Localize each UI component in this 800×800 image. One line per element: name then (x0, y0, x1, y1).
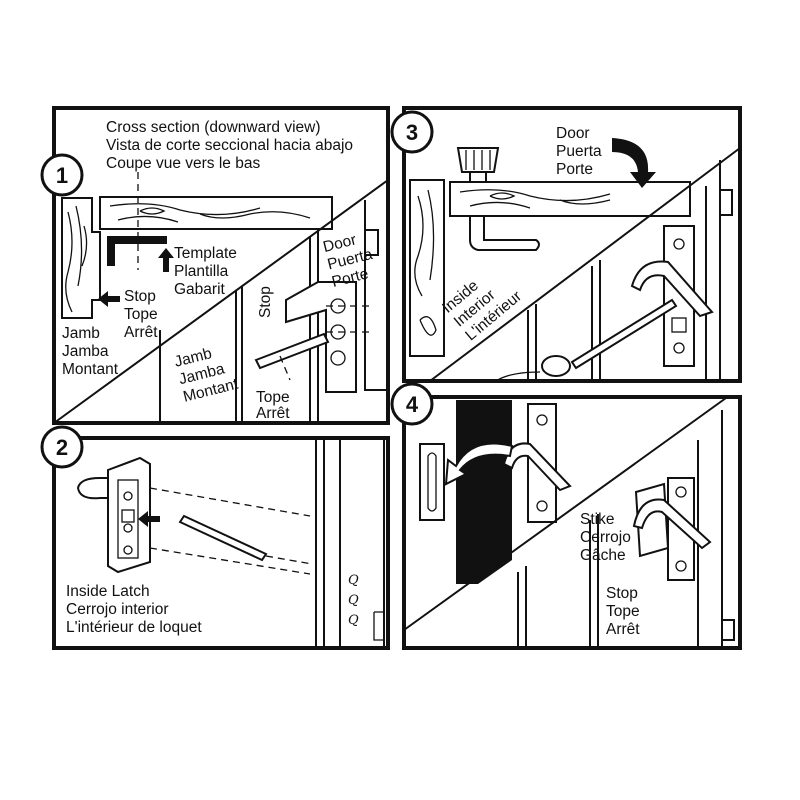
inside-latch-label-en: Inside Latch (66, 583, 150, 600)
lever-below (469, 215, 540, 251)
panel-4-divider (403, 397, 727, 631)
latch-arrow (138, 511, 160, 527)
knob-top (456, 147, 500, 173)
strike-label-fr: Gâche (580, 547, 626, 564)
template-bar (107, 236, 167, 244)
stop-4-label-fr: Arrêt (606, 621, 640, 638)
stop-arrow (98, 291, 120, 307)
template-label-fr: Gabarit (174, 281, 226, 298)
step-2-number: 2 (56, 435, 68, 460)
screw-mark-2: Q (348, 593, 359, 608)
step-1-number: 1 (56, 163, 68, 188)
stop-arrow-label-es: Tope (124, 306, 158, 323)
step-3-number: 3 (406, 120, 418, 145)
jamb-wood-3 (409, 179, 445, 357)
stop-vertical-label: Stop (257, 286, 274, 318)
panel-1-divider (53, 179, 389, 424)
stop-arrow-label-fr: Arrêt (124, 324, 158, 341)
stop-4-label-en: Stop (606, 585, 638, 602)
stop-lower-label-es: Tope (256, 389, 290, 406)
panel-1: 1 Cross section (downward view) Vista de… (40, 106, 390, 425)
stop-arrow-label-en: Stop (124, 288, 156, 305)
jamb-left-label-en: Jamb (62, 325, 100, 342)
template-label-es: Plantilla (174, 263, 229, 280)
screwdriver-shaft (570, 298, 678, 370)
panel-1-frame (52, 106, 390, 425)
lever-3 (630, 260, 714, 318)
template-label-en: Template (174, 245, 237, 262)
lever-4 (502, 442, 572, 492)
cross-section-label-fr: Coupe vue vers le bas (106, 155, 260, 172)
door-gap (456, 400, 512, 584)
step-2-badge (40, 425, 84, 469)
panel-4-frame (402, 395, 742, 650)
template-arrow (158, 248, 174, 272)
door-3-label-fr: Porte (556, 161, 593, 178)
door-3-label-es: Puerta (556, 143, 602, 160)
panel-3-frame (402, 106, 742, 383)
panel-3-divider (429, 147, 741, 382)
wood-board (99, 196, 333, 230)
step-4-badge (390, 382, 434, 426)
cross-section-label-es: Vista de corte seccional hacia abajo (106, 137, 353, 154)
inside-latch-label-es: Cerrojo interior (66, 601, 169, 618)
jamb-left-label-fr: Montant (62, 361, 119, 378)
stop-4-label-es: Tope (606, 603, 640, 620)
spacer-stick (254, 332, 330, 370)
step-1-badge (40, 153, 84, 197)
swing-arrow (444, 442, 514, 486)
door-arrow (612, 138, 656, 188)
strike-left (419, 443, 445, 521)
step-4-number: 4 (406, 392, 419, 417)
strike-label-en: Stike (580, 511, 614, 528)
screwdriver-handle (541, 355, 571, 377)
cross-section-label-en: Cross section (downward view) (106, 119, 321, 136)
stop-lower-label-fr: Arrêt (256, 405, 290, 422)
door-board (449, 181, 691, 217)
screw-mark-1: Q (348, 573, 359, 588)
door-3-label-en: Door (556, 125, 590, 142)
screw-mark-3: Q (348, 613, 359, 628)
panel-4: 4 Stike Cerrojo Gâche Stop Tope Arrêt (390, 382, 742, 650)
panel-3: 3 Door Puerta Porte Inside Interior L'in… (390, 106, 742, 383)
jamb-left-label-es: Jamba (62, 343, 109, 360)
step-3-badge (390, 110, 434, 154)
lever-4b (632, 498, 712, 550)
inside-latch-label-fr: L'intérieur de loquet (66, 619, 202, 636)
strike-label-es: Cerrojo (580, 529, 631, 546)
spacer-stick-2 (178, 514, 268, 562)
panel-2-frame (52, 436, 390, 650)
panel-2: Q Q Q 2 Inside Latch Cerrojo interior L'… (40, 425, 390, 650)
